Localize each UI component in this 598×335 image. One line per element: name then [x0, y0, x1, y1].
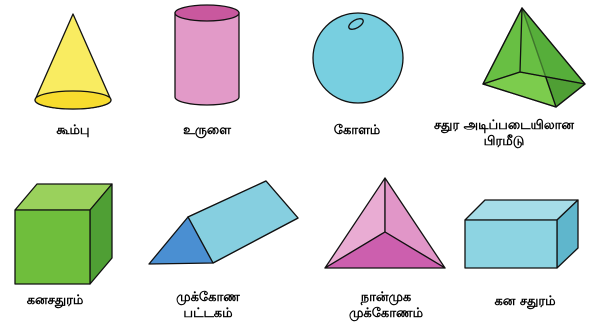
label-sphere-line-1: கோளம்	[307, 123, 407, 139]
label-cylinder-line-1: உருளை	[157, 123, 257, 139]
label-square-pyramid-line-1: சதுர அடிப்படையிலான	[412, 118, 596, 134]
cube-front	[15, 210, 90, 284]
tetrahedron-icon	[325, 178, 445, 268]
label-cone: கூம்பு	[23, 123, 123, 139]
label-cube-line-1: கனசதுரம்	[5, 293, 105, 309]
cube-icon	[15, 184, 112, 284]
sphere-icon	[313, 13, 403, 103]
cylinder-top	[175, 5, 239, 21]
label-tetrahedron: நான்முக முக்கோணம்	[331, 290, 441, 322]
label-square-pyramid: சதுர அடிப்படையிலான பிரமீடு	[412, 118, 596, 150]
label-square-pyramid-line-2: பிரமீடு	[412, 134, 596, 150]
label-cube: கனசதுரம்	[5, 293, 105, 309]
label-triangular-prism: முக்கோண பட்டகம்	[158, 290, 258, 322]
pyramid-inner-face	[483, 8, 585, 84]
square-pyramid-icon	[483, 8, 585, 107]
label-tetrahedron-line-2: முக்கோணம்	[331, 306, 441, 322]
triangular-prism-icon	[147, 181, 298, 264]
label-sphere: கோளம்	[307, 123, 407, 139]
cone-base	[35, 91, 111, 109]
cylinder-icon	[175, 5, 239, 105]
label-cuboid-line-1: கன சதுரம்	[470, 294, 580, 310]
label-cone-line-1: கூம்பு	[23, 123, 123, 139]
label-triangular-prism-line-2: பட்டகம்	[158, 306, 258, 322]
cuboid-icon	[465, 200, 578, 268]
label-cuboid: கன சதுரம்	[470, 294, 580, 310]
label-tetrahedron-line-1: நான்முக	[331, 290, 441, 306]
cylinder-body	[175, 13, 239, 105]
cuboid-front	[465, 220, 557, 268]
cone-icon	[35, 14, 111, 109]
label-triangular-prism-line-1: முக்கோண	[158, 290, 258, 306]
label-cylinder: உருளை	[157, 123, 257, 139]
